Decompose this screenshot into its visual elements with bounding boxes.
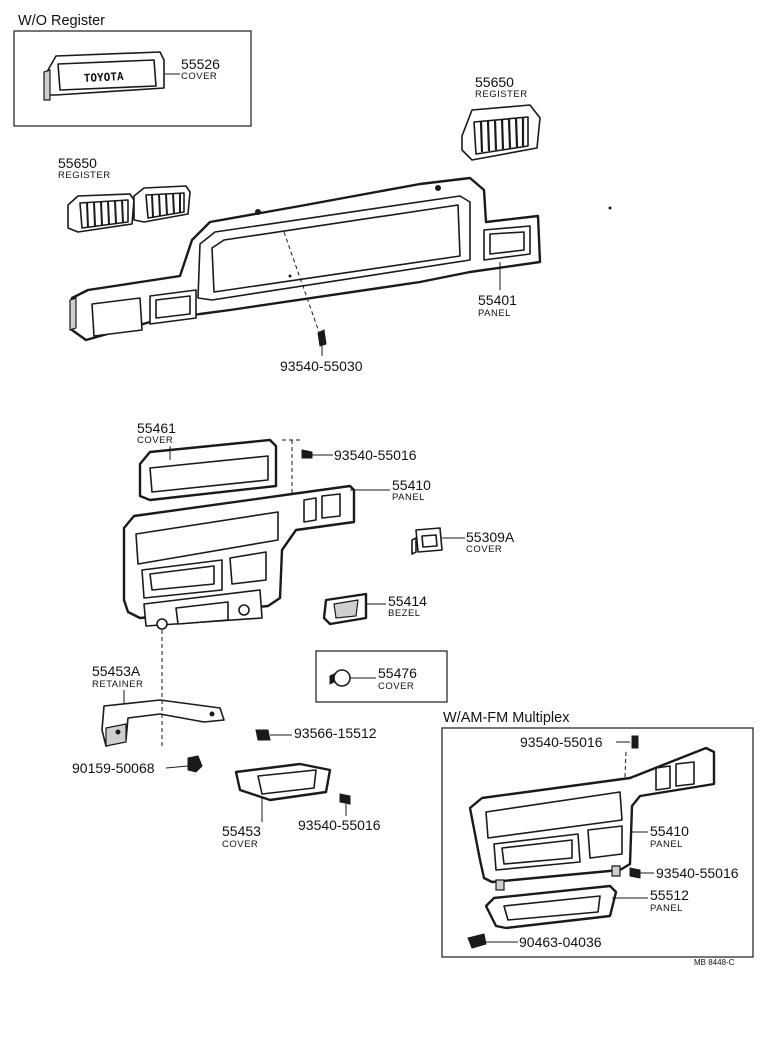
toyota-emblem-text: TOYOTA bbox=[83, 70, 124, 85]
cover-55476-drawing bbox=[329, 669, 351, 687]
part-number-93540-55030: 93540-55030 bbox=[280, 358, 363, 374]
part-number-55453: 55453 bbox=[222, 823, 261, 839]
part-number-55414: 55414 bbox=[388, 593, 427, 609]
part-name-55512: PANEL bbox=[650, 903, 683, 914]
screw-93540-55016-b-icon bbox=[339, 793, 351, 805]
part-name-55410-b: PANEL bbox=[650, 839, 683, 850]
part-name-55476: COVER bbox=[378, 681, 414, 692]
part-number-55650-left: 55650 bbox=[58, 155, 97, 171]
part-name-55414: BEZEL bbox=[388, 608, 421, 619]
part-name-55461: COVER bbox=[137, 435, 173, 446]
part-name-55309a: COVER bbox=[466, 544, 502, 555]
screw-93540-55030-icon bbox=[317, 329, 327, 347]
part-number-93566-15512: 93566-15512 bbox=[294, 725, 377, 741]
part-number-55650-right: 55650 bbox=[475, 74, 514, 90]
part-name-55453a: RETAINER bbox=[92, 679, 143, 690]
screw-93540-55016-c-icon bbox=[631, 735, 639, 749]
part-number-93540-55016-a: 93540-55016 bbox=[334, 447, 417, 463]
cover-55526-drawing: TOYOTA bbox=[43, 51, 165, 101]
part-number-55453a: 55453A bbox=[92, 663, 141, 679]
panel-55401-drawing bbox=[69, 176, 542, 342]
clip-90463-04036-icon bbox=[467, 933, 487, 949]
register-right-drawing bbox=[461, 104, 541, 161]
part-number-93540-55016-d: 93540-55016 bbox=[656, 865, 739, 881]
part-name-55401: PANEL bbox=[478, 308, 511, 319]
part-number-55512: 55512 bbox=[650, 887, 689, 903]
part-number-93540-55016-c: 93540-55016 bbox=[520, 734, 603, 750]
part-name-55453: COVER bbox=[222, 839, 258, 850]
cover-55461-drawing bbox=[138, 438, 278, 502]
section-title-am-fm: W/AM-FM Multiplex bbox=[443, 710, 570, 726]
part-number-55401: 55401 bbox=[478, 292, 517, 308]
cover-55453-drawing bbox=[234, 762, 332, 802]
retainer-55453a-drawing bbox=[101, 699, 225, 747]
part-number-55309a: 55309A bbox=[466, 529, 515, 545]
screw-93566-15512-icon bbox=[255, 729, 271, 741]
part-name-55526: COVER bbox=[181, 71, 217, 82]
cover-55309a-drawing bbox=[411, 527, 443, 555]
panel-55410-drawing bbox=[122, 484, 356, 630]
part-number-55410: 55410 bbox=[392, 477, 431, 493]
bolt-90159-50068-icon bbox=[187, 755, 203, 773]
bezel-55414-drawing bbox=[322, 592, 368, 626]
cover-55476-frame bbox=[315, 650, 448, 703]
part-number-55476: 55476 bbox=[378, 665, 417, 681]
am-fm-frame bbox=[441, 727, 754, 958]
screw-93540-55016-d-icon bbox=[629, 867, 641, 879]
part-name-55410: PANEL bbox=[392, 492, 425, 503]
panel-55410-b-drawing bbox=[468, 746, 716, 891]
part-number-90159-50068: 90159-50068 bbox=[72, 760, 155, 776]
part-number-55461: 55461 bbox=[137, 420, 176, 436]
part-number-55526: 55526 bbox=[181, 56, 220, 72]
panel-55512-drawing bbox=[484, 884, 618, 930]
diagram-code: MB 8448-C bbox=[694, 958, 735, 967]
part-number-55410-b: 55410 bbox=[650, 823, 689, 839]
part-number-93540-55016-b: 93540-55016 bbox=[298, 817, 381, 833]
part-name-register-left: REGISTER bbox=[58, 170, 111, 181]
section-title-wo-register: W/O Register bbox=[18, 13, 105, 29]
part-number-90463-04036: 90463-04036 bbox=[519, 934, 602, 950]
screw-93540-55016-a-icon bbox=[301, 449, 313, 459]
register-left-drawing bbox=[67, 185, 191, 233]
part-name-register-right: REGISTER bbox=[475, 89, 528, 100]
wo-register-frame bbox=[13, 30, 252, 127]
